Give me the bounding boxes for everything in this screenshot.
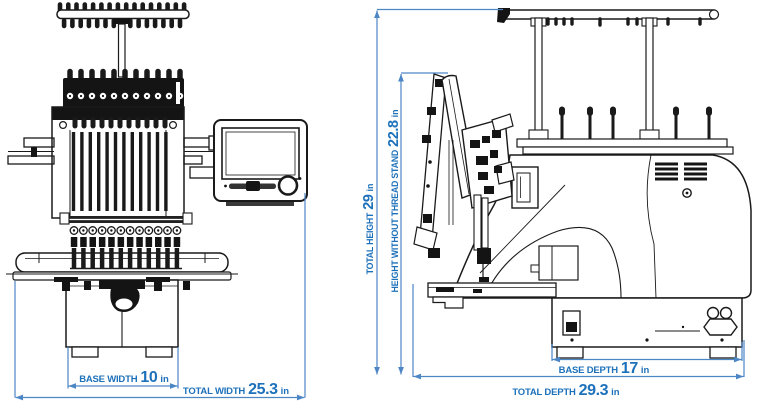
- base-width-dimension: BASE WIDTH 10 in: [49, 370, 199, 386]
- base-cabinet-side: [551, 297, 743, 359]
- thread-tension-unit: [63, 68, 184, 109]
- panel-screen: [221, 127, 300, 180]
- total-width-label: TOTAL WIDTH: [182, 386, 246, 397]
- control-panel: [213, 119, 308, 206]
- total-depth-label: TOTAL DEPTH: [512, 387, 576, 398]
- thread-stand-side: [497, 8, 734, 155]
- side-view-drawing: [413, 8, 752, 359]
- height-without-thread-stand-unit: in: [390, 109, 400, 118]
- machine-table-side: [427, 282, 557, 309]
- cord-port: [703, 318, 738, 336]
- panel-jog-dial: [277, 175, 299, 196]
- total-height-dimension: TOTAL HEIGHT 29 in: [361, 144, 377, 314]
- base-depth-extensions: [551, 342, 743, 361]
- base-depth-value: 17: [620, 360, 638, 377]
- height-without-thread-stand-label: HEIGHT WITHOUT THREAD STAND: [390, 149, 400, 293]
- total-height-label: TOTAL HEIGHT: [365, 212, 375, 275]
- needle-case-front: [51, 106, 193, 270]
- total-height-unit: in: [365, 183, 375, 192]
- base-depth-unit: in: [640, 365, 650, 376]
- embroidery-head-side: [413, 73, 515, 282]
- base-width-unit: in: [160, 374, 169, 385]
- base-width-extensions: [67, 347, 179, 389]
- total-depth-extensions: [412, 284, 745, 377]
- total-width-dimension: TOTAL WIDTH 25.3 in: [156, 382, 316, 398]
- total-width-unit: in: [280, 386, 290, 397]
- hoop-arm-front: [54, 277, 190, 312]
- total-height-value: 29: [361, 194, 377, 210]
- base-width-value: 10: [140, 369, 158, 386]
- height-without-thread-stand-dimension: HEIGHT WITHOUT THREAD STAND 22.8 in: [386, 96, 402, 306]
- vent-grilles: [655, 162, 707, 181]
- thread-stand-front: [56, 2, 190, 78]
- height-without-thread-stand-value: 22.8: [386, 120, 402, 147]
- base-width-label: BASE WIDTH: [79, 374, 138, 385]
- total-depth-unit: in: [611, 387, 620, 398]
- base-depth-dimension: BASE DEPTH 17 in: [509, 361, 699, 377]
- base-depth-label: BASE DEPTH: [558, 365, 618, 376]
- total-depth-value: 29.3: [578, 382, 609, 399]
- total-width-value: 25.3: [248, 381, 278, 398]
- front-view-drawing: [6, 2, 308, 358]
- total-depth-dimension: TOTAL DEPTH 29.3 in: [471, 383, 661, 399]
- dimension-lines: [14, 8, 745, 401]
- machine-body-side: [453, 154, 752, 299]
